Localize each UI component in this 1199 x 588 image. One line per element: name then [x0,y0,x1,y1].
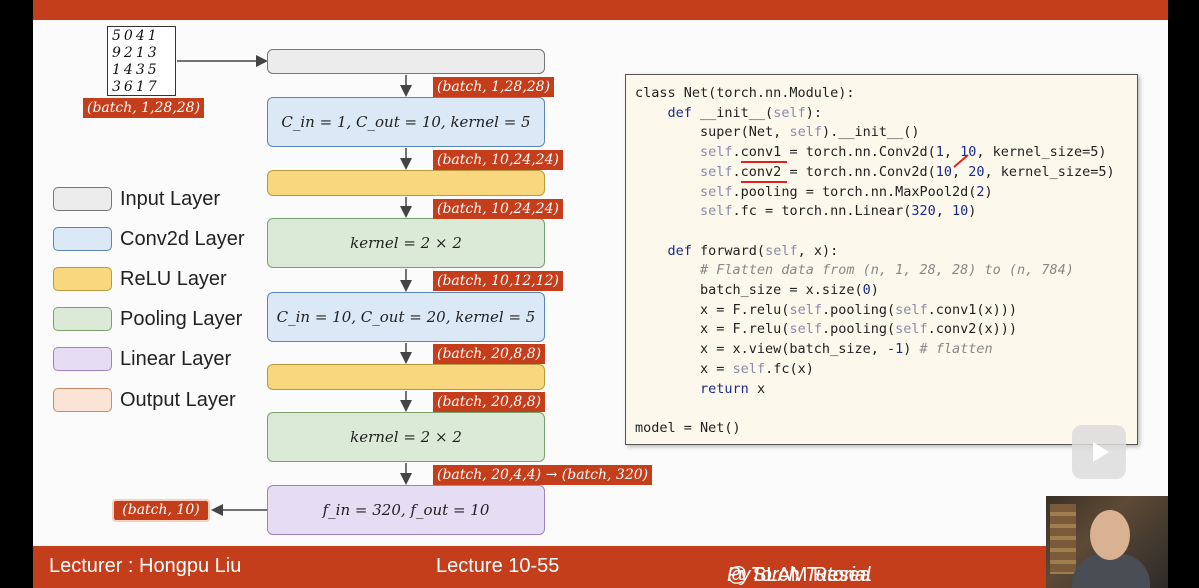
input-shape-label: (batch, 1,28,28) [83,98,204,118]
mnist-digits-image: 5041 9213 1435 3617 [107,26,176,96]
legend-label: ReLU Layer [120,268,227,291]
code-annotations [626,75,1139,446]
bookshelf-image [1050,504,1076,574]
legend-label: Output Layer [120,389,236,412]
legend-item-pooling: Pooling Layer [53,306,242,332]
legend-swatch [53,347,112,371]
conv2-layer-box: C_in = 10, C_out = 20, kernel = 5 [267,292,545,342]
legend-swatch [53,388,112,412]
shape-tag: (batch, 20,8,8) [433,344,545,364]
digit-row: 3617 [112,79,171,96]
legend-label: Input Layer [120,188,220,211]
lecturer-webcam [1046,496,1168,588]
shape-tag: (batch, 10,24,24) [433,199,563,219]
legend-item-output: Output Layer [53,387,236,413]
legend-label: Conv2d Layer [120,228,245,251]
lecturer-label: Lecturer : Hongpu Liu [49,555,241,578]
legend-swatch [53,267,112,291]
slide-footer-bar: Lecturer : Hongpu Liu Lecture 10-55 PyTo… [33,546,1168,588]
slide: 5041 9213 1435 3617 (batch, 1,28,28) C_i… [33,0,1168,588]
legend-item-relu: ReLU Layer [53,266,227,292]
legend-swatch [53,227,112,251]
slide-header-bar [33,0,1168,20]
channel-mark [954,155,968,167]
linear-layer-box: f_in = 320, f_out = 10 [267,485,545,535]
legend-item-input: Input Layer [53,186,220,212]
legend-swatch [53,307,112,331]
digit-row: 1435 [112,62,171,79]
play-button[interactable] [1072,425,1126,479]
lecture-number: Lecture 10-55 [436,555,559,578]
lecturer-head-image [1090,510,1130,560]
conv1-layer-box: C_in = 1, C_out = 10, kernel = 5 [267,97,545,147]
legend-label: Pooling Layer [120,308,242,331]
play-icon [1093,442,1109,462]
legend-item-linear: Linear Layer [53,346,231,372]
code-listing: class Net(torch.nn.Module): def __init__… [625,74,1138,445]
input-layer-box [267,49,545,74]
shape-tag: (batch, 20,8,8) [433,392,545,412]
shape-tag: (batch, 1,28,28) [433,77,554,97]
shape-tag: (batch, 10,12,12) [433,271,563,291]
shape-tag: (batch, 10,24,24) [433,150,563,170]
relu1-layer-box [267,170,545,196]
output-shape-label: (batch, 10) [112,499,210,522]
pool1-layer-box: kernel = 2 × 2 [267,218,545,268]
legend-swatch [53,187,112,211]
pool2-layer-box: kernel = 2 × 2 [267,412,545,462]
legend-item-conv2d: Conv2d Layer [53,226,245,252]
shape-tag: (batch, 20,4,4) → (batch, 320) [433,465,652,485]
relu2-layer-box [267,364,545,390]
digit-row: 5041 [112,28,171,45]
legend-label: Linear Layer [120,348,231,371]
digit-row: 9213 [112,45,171,62]
course-affiliation: @ SLAM Resea [727,564,871,587]
